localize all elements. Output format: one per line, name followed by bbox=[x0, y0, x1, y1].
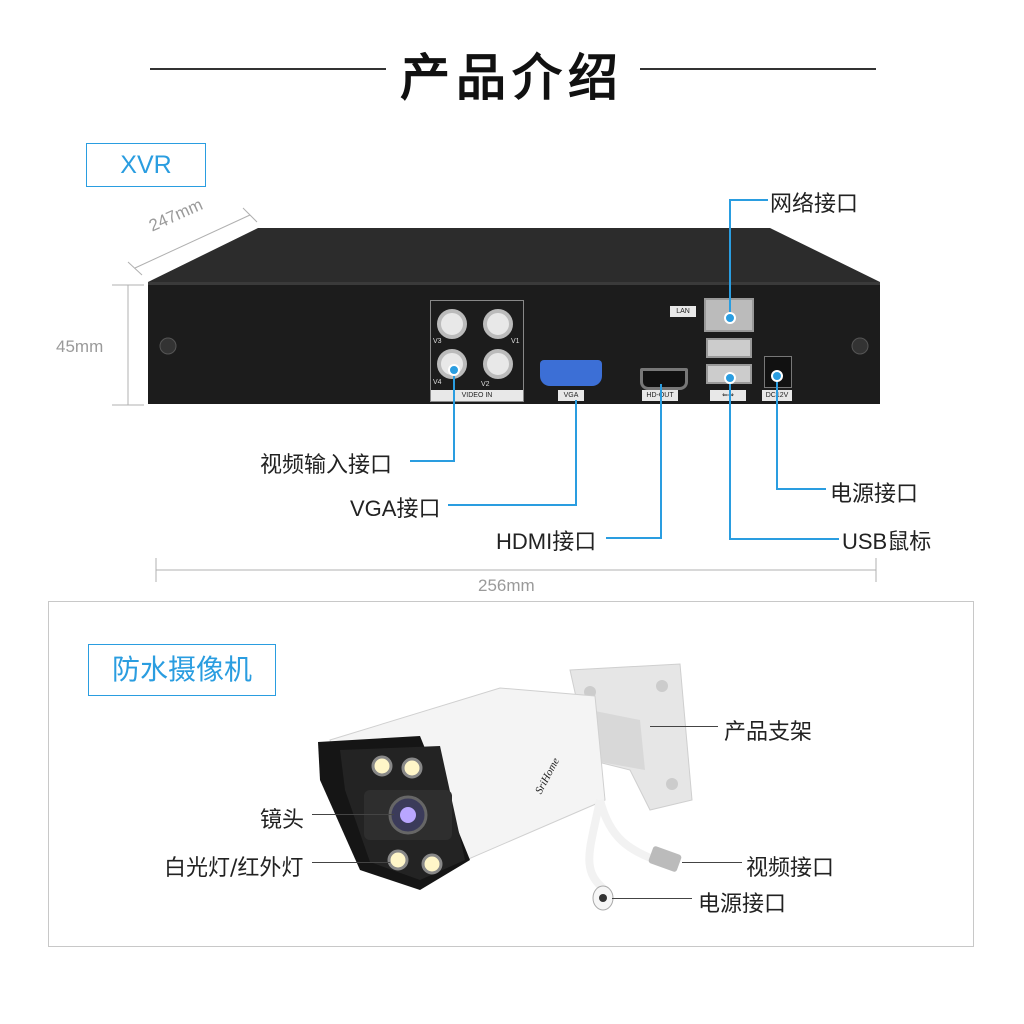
vga-callout-line-h bbox=[448, 504, 577, 506]
camera-power-callout-label: 电源接口 bbox=[698, 892, 787, 917]
hdmi-port bbox=[640, 368, 688, 390]
video-input-callout-line-h bbox=[410, 460, 455, 462]
vga-callout-line-v bbox=[575, 400, 577, 506]
power-callout-line-v bbox=[776, 376, 778, 490]
usb-callout-label: USB鼠标 bbox=[842, 529, 932, 554]
video-input-callout-label: 视频输入接口 bbox=[260, 453, 393, 478]
vga-port-label: VGA bbox=[558, 390, 584, 401]
bracket-callout-line bbox=[650, 726, 718, 727]
lan-label: LAN bbox=[670, 306, 696, 317]
lights-callout-label: 白光灯/红外灯 bbox=[164, 856, 304, 881]
xvr-body bbox=[148, 228, 880, 404]
video-input-callout-dot bbox=[448, 364, 460, 376]
network-callout-line-h bbox=[730, 199, 768, 201]
bracket-callout-label: 产品支架 bbox=[724, 720, 813, 745]
xvr-device bbox=[148, 226, 880, 406]
hdmi-callout-line-h bbox=[606, 537, 662, 539]
title-divider-right bbox=[640, 68, 876, 70]
hdmi-callout-label: HDMI接口 bbox=[496, 529, 597, 554]
lens-callout-line bbox=[312, 814, 394, 815]
video-port-callout-line bbox=[682, 862, 742, 863]
lights-callout-line bbox=[312, 862, 390, 863]
xvr-tag: XVR bbox=[86, 143, 206, 187]
page-title: 产品介绍 bbox=[400, 49, 624, 107]
v3-label: V3 bbox=[433, 338, 442, 345]
video-in-label: VIDEO IN bbox=[431, 390, 523, 401]
bnc-port-v1 bbox=[483, 309, 513, 339]
bnc-port-v2 bbox=[483, 349, 513, 379]
width-dimension: 256mm bbox=[478, 576, 535, 595]
network-callout-line-v bbox=[729, 199, 731, 319]
power-callout-label: 电源接口 bbox=[830, 482, 919, 507]
camera-tag: 防水摄像机 bbox=[88, 644, 276, 696]
height-dimension: 45mm bbox=[56, 337, 104, 356]
lens-callout-label: 镜头 bbox=[260, 808, 305, 833]
hdmi-callout-line-v bbox=[660, 384, 662, 539]
video-port-callout-label: 视频接口 bbox=[746, 856, 835, 881]
network-callout-label: 网络接口 bbox=[770, 192, 859, 217]
title-divider-left bbox=[150, 68, 386, 70]
usb-callout-line-v bbox=[729, 378, 731, 540]
vga-port bbox=[540, 360, 602, 386]
usb-port-top bbox=[706, 338, 752, 358]
video-in-panel: V3 V1 V4 V2 VIDEO IN bbox=[430, 300, 524, 402]
power-callout-dot bbox=[771, 370, 783, 382]
v1-label: V1 bbox=[511, 338, 520, 345]
network-callout-dot bbox=[724, 312, 736, 324]
usb-callout-dot bbox=[724, 372, 736, 384]
power-callout-line-h bbox=[776, 488, 826, 490]
usb-callout-line-h bbox=[729, 538, 839, 540]
camera-illustration bbox=[318, 663, 693, 911]
bnc-port-v3 bbox=[437, 309, 467, 339]
usb-symbol: ⇐⇒ bbox=[710, 390, 746, 401]
v2-label: V2 bbox=[481, 381, 490, 388]
video-input-callout-line-v bbox=[453, 370, 455, 461]
camera-section-frame bbox=[48, 601, 974, 947]
camera-power-callout-line bbox=[612, 898, 692, 899]
v4-label: V4 bbox=[433, 379, 442, 386]
vga-callout-label: VGA接口 bbox=[350, 496, 441, 521]
